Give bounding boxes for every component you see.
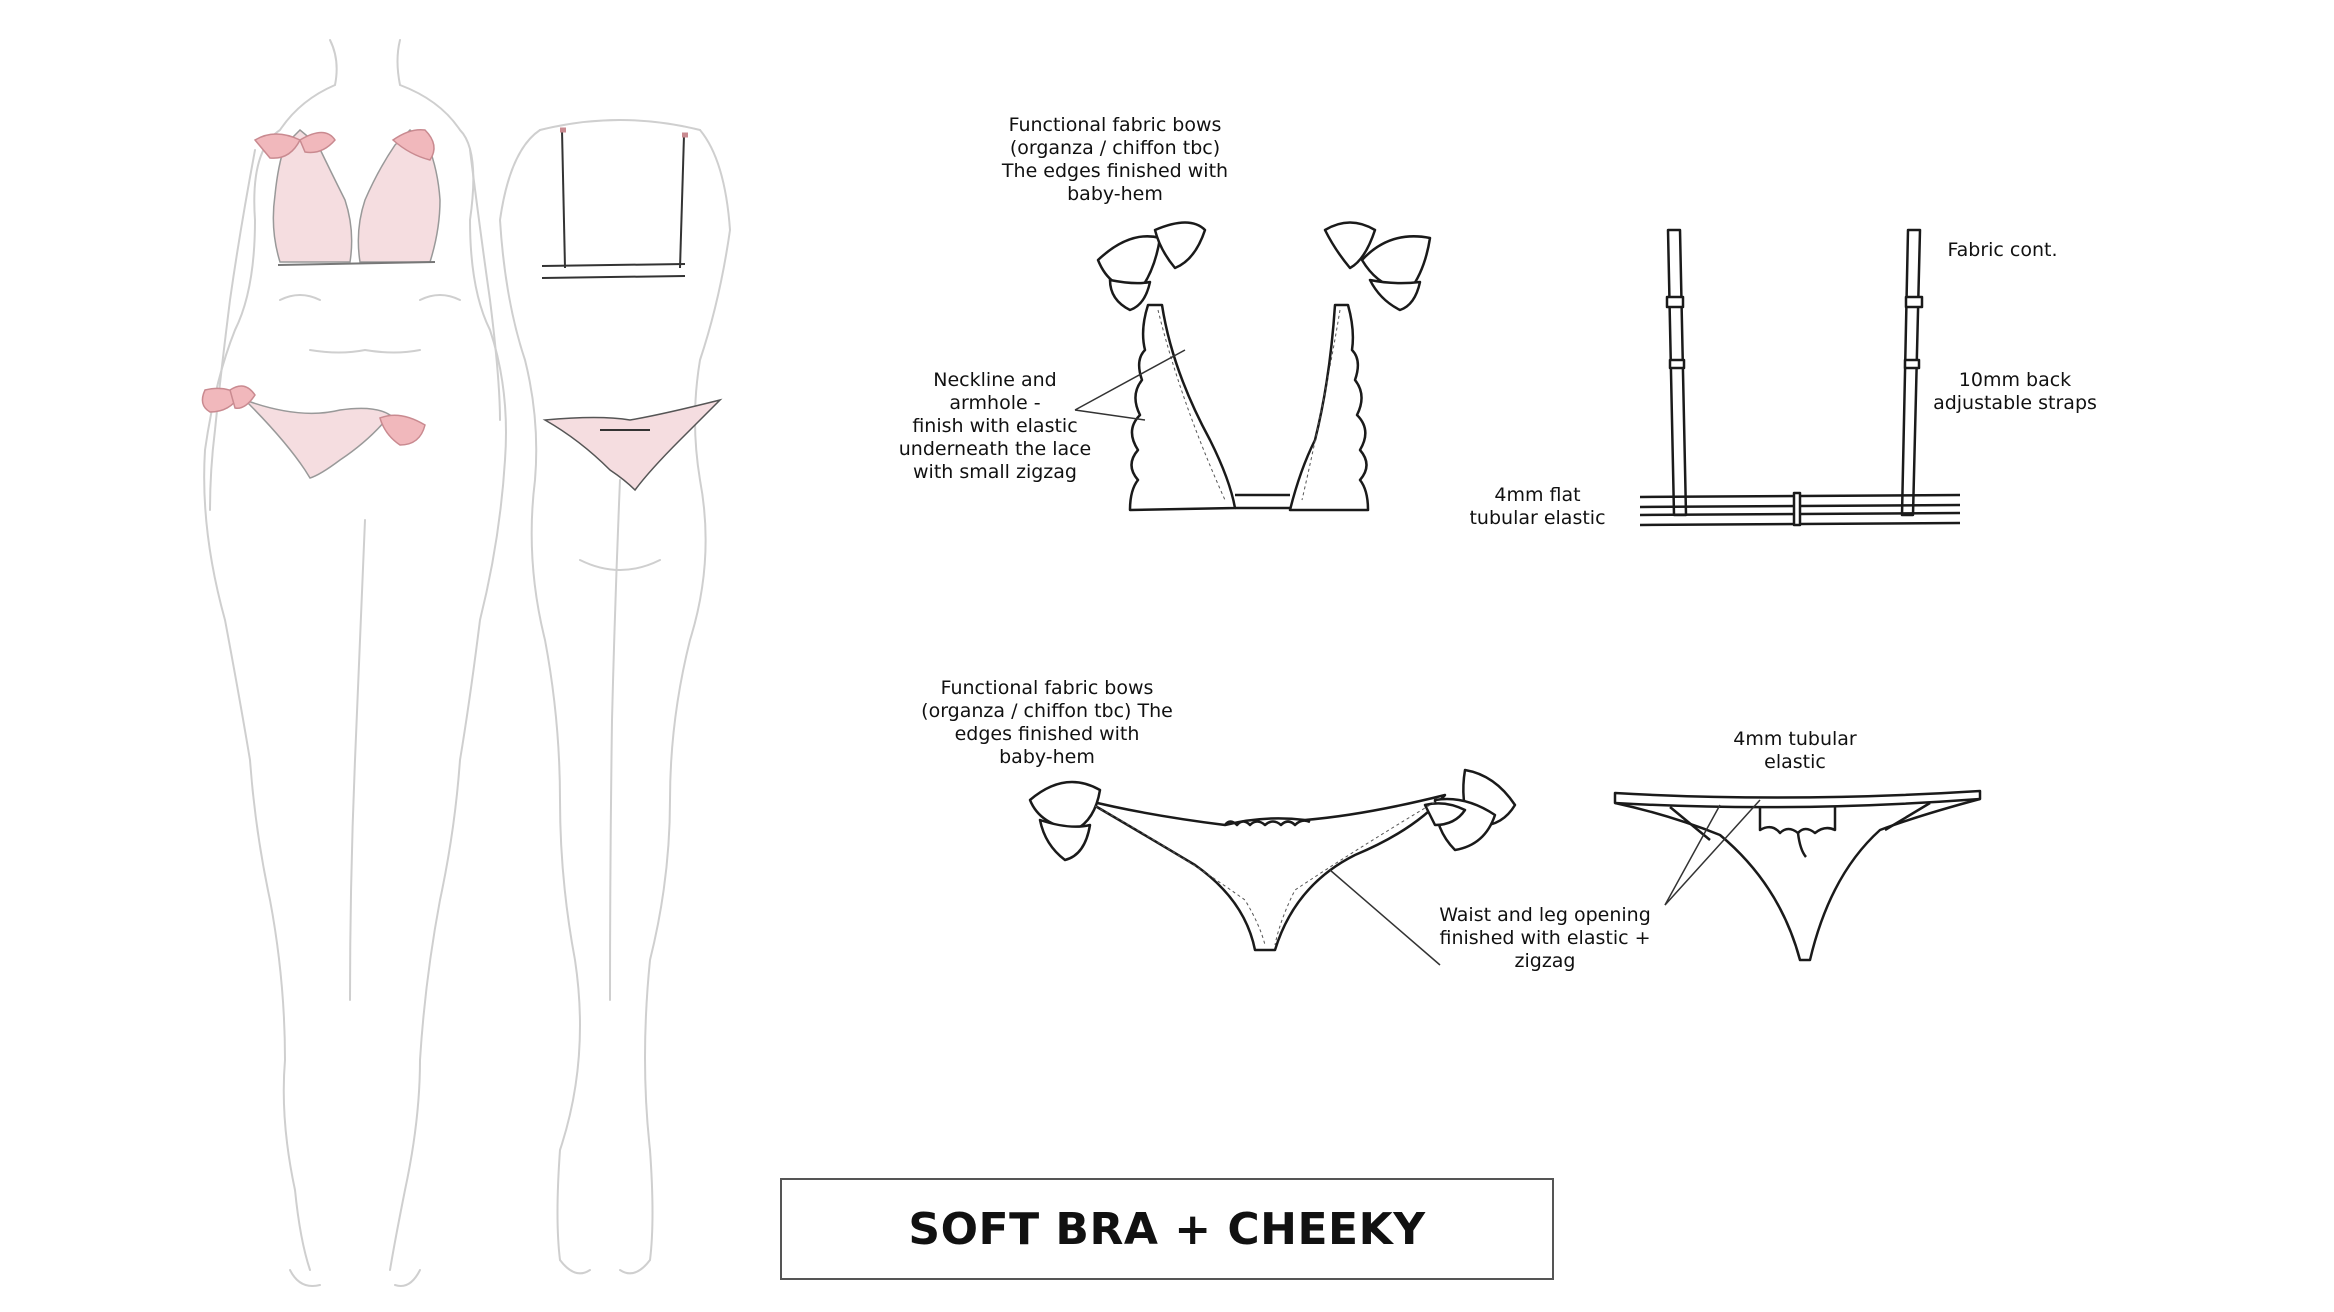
bra-back-flat — [1639, 228, 1961, 527]
figure-illustrations — [201, 39, 732, 1287]
title-box: SOFT BRA + CHEEKY — [780, 1178, 1554, 1280]
cheeky-back-flat — [1613, 789, 1982, 962]
fabric-cont-annotation: Fabric cont. — [1947, 239, 2058, 261]
neckline-annotation: Neckline and armhole - finish with elast… — [898, 369, 1092, 483]
bra-bows-annotation: Functional fabric bows (organza / chiffo… — [1001, 114, 1229, 205]
back-figure — [498, 119, 732, 1275]
flat-elastic-annotation: 4mm flat tubular elastic — [1469, 484, 1606, 529]
back-straps-annotation: 10mm back adjustable straps — [1933, 369, 2097, 414]
bra-front-flat — [1096, 221, 1432, 512]
front-cheeky-sketch — [201, 385, 426, 479]
page-title: SOFT BRA + CHEEKY — [908, 1203, 1426, 1255]
tubular-elastic-annotation: 4mm tubular elastic — [1733, 728, 1857, 773]
waist-leg-annotation: Waist and leg opening finished with elas… — [1439, 904, 1651, 972]
cheeky-front-flat — [1028, 768, 1517, 952]
front-bra-sketch — [253, 128, 441, 266]
back-bra-sketch — [541, 127, 688, 279]
brief-bows-annotation: Functional fabric bows (organza / chiffo… — [921, 677, 1173, 768]
back-cheeky-sketch — [542, 398, 723, 492]
